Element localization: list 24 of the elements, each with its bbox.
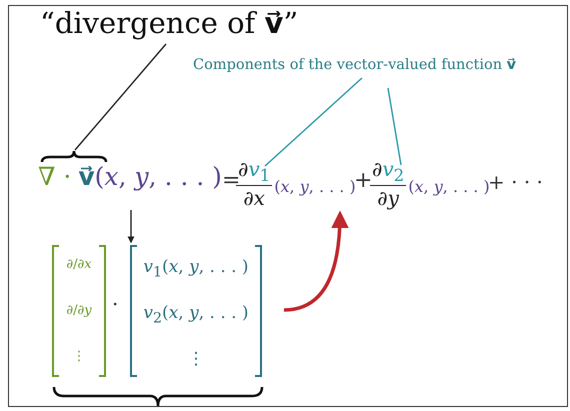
fraction-numerator: ∂v$_{2}$ [370, 157, 406, 186]
matrix-entry: ⋮ [72, 349, 86, 364]
fraction-denominator: ∂y [377, 186, 399, 210]
fraction-denominator: ∂x [243, 186, 265, 210]
math-expression: (x, y, . . . ) [408, 177, 490, 196]
matrix-entry: ∂/∂x [65, 257, 93, 272]
matrix-entry: ∂/∂y [65, 303, 93, 318]
annotation-label: Components of the vector-valued function v⃗ [193, 56, 516, 73]
leader-line [264, 77, 362, 167]
arrow [128, 210, 134, 244]
math-operator: · [112, 292, 118, 316]
leader-line [74, 44, 167, 150]
math-expression: v⃗ [78, 162, 95, 191]
matrix-entry: v$_{2}$(x, y, . . . ) [142, 303, 250, 326]
math-expression: ∇ · [38, 162, 72, 191]
leader-line [387, 88, 402, 166]
matrix-entry: v$_{1}$(x, y, . . . ) [142, 257, 250, 280]
math-operator: + · · · [488, 170, 543, 194]
heading-label: “divergence of v⃗” [40, 6, 298, 40]
arrow [284, 210, 348, 312]
matrix-entry: ⋮ [186, 349, 206, 369]
math-operator: + [354, 168, 372, 193]
math-expression: (x, y, . . . ) [94, 162, 222, 191]
math-expression: (x, y, . . . ) [274, 177, 356, 196]
